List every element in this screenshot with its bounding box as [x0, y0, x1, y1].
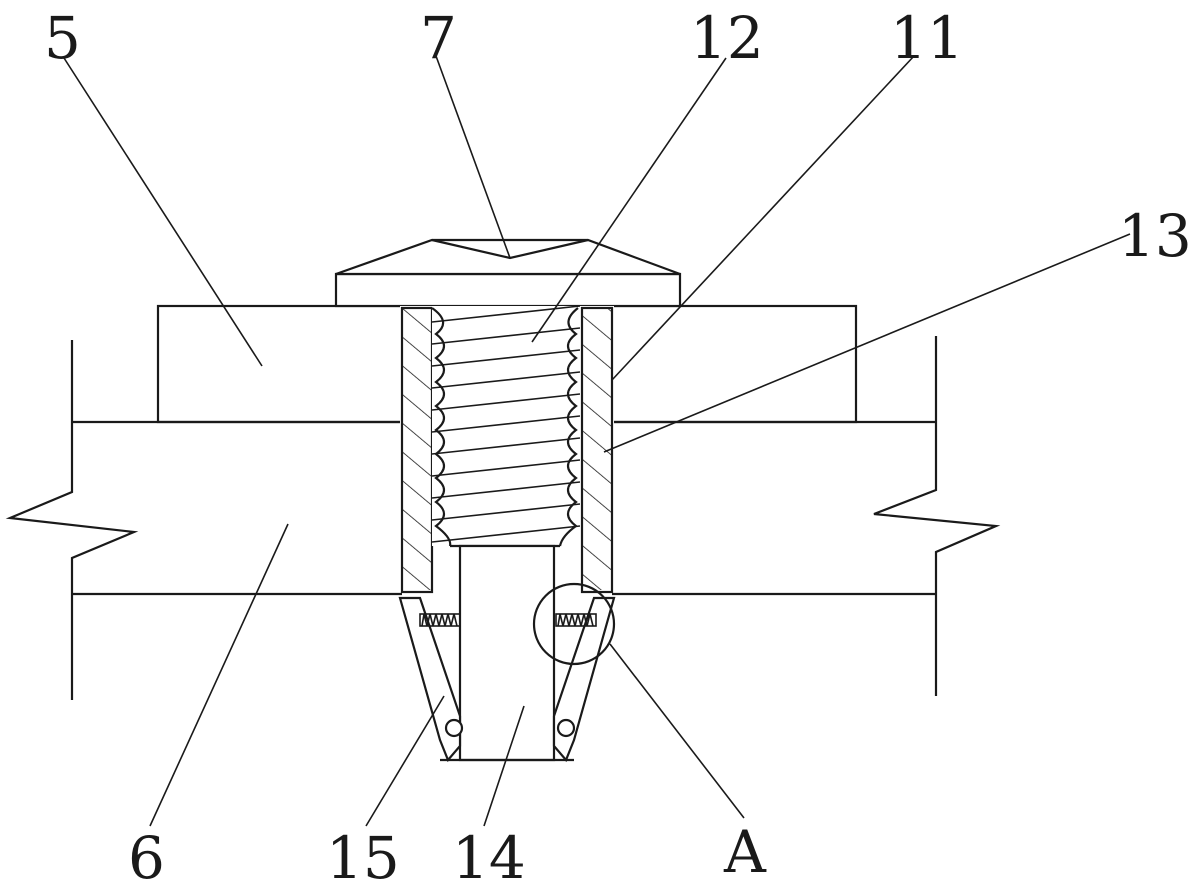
label-5: 5	[44, 4, 81, 72]
label-a: A	[723, 818, 767, 886]
leader-lines	[63, 55, 1131, 827]
label-6: 6	[128, 824, 165, 891]
base-panel-outline	[5, 336, 1001, 700]
label-15: 15	[326, 824, 400, 891]
label-7: 7	[420, 4, 457, 72]
claw-arms	[398, 596, 616, 763]
bolt-head	[334, 238, 682, 308]
label-13: 13	[1118, 202, 1192, 270]
threaded-screw	[431, 306, 580, 548]
reference-labels: 5 7 12 11 13 6 15 14 A	[44, 4, 1192, 891]
label-11: 11	[890, 4, 964, 72]
label-14: 14	[452, 824, 526, 891]
label-12: 12	[690, 4, 764, 72]
locking-pin	[458, 544, 556, 762]
springs	[419, 613, 597, 627]
detail-circle-a	[532, 582, 616, 666]
